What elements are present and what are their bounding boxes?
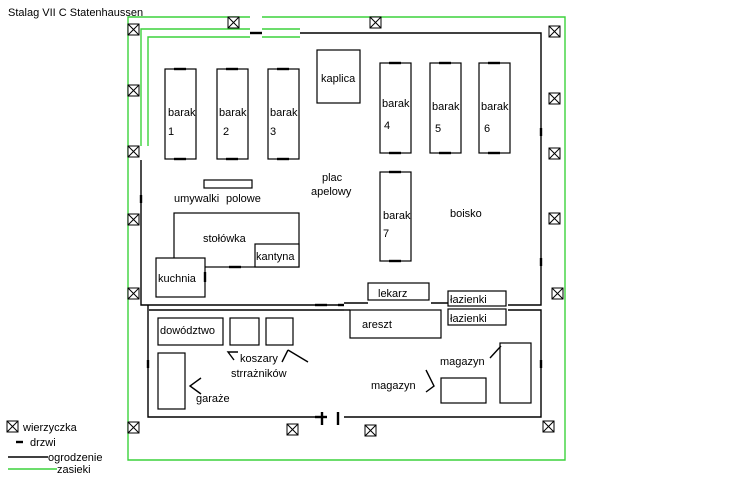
canteen: kantyna [254,243,300,268]
svg-text:strrażników: strrażników [231,368,287,380]
watchtower-icon [548,92,561,105]
roll-call-square-label: plac [322,172,343,184]
svg-text:7: 7 [383,228,389,240]
svg-text:6: 6 [484,123,490,135]
svg-text:dowództwo: dowództwo [160,325,215,337]
roll-call-square-label: apelowy [311,186,352,198]
svg-text:barak: barak [270,107,298,119]
watchtower-icon [286,423,299,436]
svg-text:stołówka: stołówka [203,233,247,245]
svg-text:koszary: koszary [240,353,278,365]
map-title: Stalag VII C Statenhaussen [8,7,143,19]
watchtower-icon [542,420,555,433]
barrack-1: barak 1 [164,67,197,161]
svg-text:barak: barak [219,107,247,119]
barrack-2: barak 2 [216,67,249,161]
fence-lines [140,32,542,418]
barrack-4: barak 4 [379,61,412,155]
warehouse-lower: magazyn [371,369,487,404]
svg-text:lekarz: lekarz [378,288,407,300]
svg-text:garaże: garaże [196,393,230,405]
watchtower-icon [548,147,561,160]
barrack-3: barak 3 [267,67,300,161]
svg-text:4: 4 [384,120,390,132]
command-hq: dowództwo [157,317,224,346]
guard-barracks: koszary strrażników [226,317,309,380]
warehouse-upper: magazyn [440,342,532,404]
svg-text:magazyn: magazyn [440,356,485,368]
fence-doors [139,31,543,425]
watchtower-icon [551,287,564,300]
svg-text:kuchnia: kuchnia [158,273,197,285]
watchtower-icon [369,16,382,29]
watchtower-icon [127,84,140,97]
svg-text:łazienki: łazienki [450,313,487,325]
watchtower-icon [548,25,561,38]
svg-text:łazienki: łazienki [450,294,487,306]
kitchen: kuchnia [155,257,207,298]
svg-text:areszt: areszt [362,319,392,331]
doctor-office: lekarz [367,282,430,301]
legend-label: ogrodzenie [48,452,102,464]
svg-text:barak: barak [432,101,460,113]
svg-text:3: 3 [270,126,276,138]
legend-label: zasieki [57,464,91,476]
barrack-5: barak 5 [429,61,462,155]
chapel: kaplica [316,49,361,104]
svg-text:umywalki: umywalki [174,193,219,205]
svg-text:kantyna: kantyna [256,251,295,263]
svg-text:5: 5 [435,123,441,135]
watchtower-icon [6,420,19,433]
svg-text:2: 2 [223,126,229,138]
legend: wierzyczka drzwi ogrodzenie zasieki [6,420,102,476]
barbed-wire-perimeter [127,16,566,461]
watchtower-icon [127,23,140,36]
field-washrooms: umywalki polowe [174,179,261,205]
svg-text:magazyn: magazyn [371,380,416,392]
sports-field-label: boisko [450,208,482,220]
baths-upper: łazienki [447,290,507,307]
jail: areszt [349,309,442,339]
svg-text:polowe: polowe [226,193,261,205]
barrack-6: barak 6 [478,61,511,155]
watchtower-icon [127,421,140,434]
garages: garaże [157,352,230,410]
svg-text:barak: barak [481,101,509,113]
svg-text:barak: barak [382,98,410,110]
svg-text:1: 1 [168,126,174,138]
watchtower-icon [364,424,377,437]
watchtower-icon [127,145,140,158]
watchtower-icon [227,16,240,29]
legend-label: wierzyczka [22,422,78,434]
watchtower-icon [127,213,140,226]
svg-text:barak: barak [168,107,196,119]
barrack-7: barak 7 [379,170,412,263]
legend-label: drzwi [30,437,56,449]
svg-text:barak: barak [383,210,411,222]
baths-lower: łazienki [447,308,507,326]
svg-text:kaplica: kaplica [321,73,356,85]
watchtower-icon [127,287,140,300]
watchtower-icon [548,212,561,225]
